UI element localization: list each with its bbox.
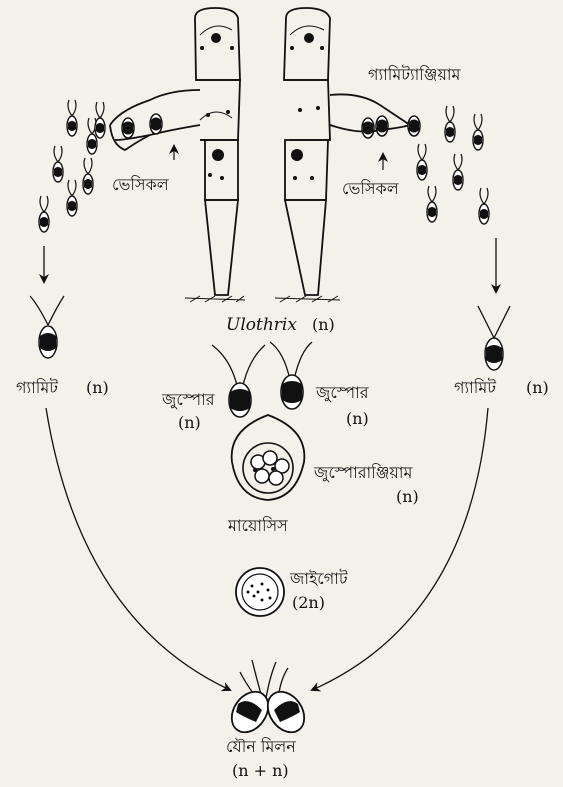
gamete-cluster-right xyxy=(417,106,489,224)
zygote-cell xyxy=(236,568,284,616)
label-vesicle-right: ভেসিকল xyxy=(342,179,400,198)
label-zygote-ploidy: (2n) xyxy=(292,593,325,612)
gamete-right-large xyxy=(478,306,510,370)
label-zygote: জাইগোট xyxy=(289,569,348,588)
zoosporangium-cell xyxy=(232,415,305,500)
substratum xyxy=(185,296,340,302)
label-meiosis: মায়োসিস xyxy=(227,516,288,535)
label-zoosporangium: জুস্পোরাঞ্জিয়াম xyxy=(313,463,413,483)
label-fusion: যৌন মিলন xyxy=(226,737,296,756)
gametangium-cells-right xyxy=(362,116,420,138)
label-gamete-left: গ্যামিট xyxy=(16,378,58,397)
label-gamete-right-ploidy: (n) xyxy=(526,378,549,397)
fusing-gametes xyxy=(224,660,311,739)
filament-right xyxy=(284,8,410,295)
gametangium-cells-left xyxy=(122,114,162,138)
label-zoospore-right-ploidy: (n) xyxy=(346,409,369,428)
label-zoospore-right: জুস্পোর xyxy=(315,383,370,403)
label-vesicle-left: ভেসিকল xyxy=(112,175,170,194)
zoospore-left xyxy=(212,345,265,417)
label-ulothrix-ploidy: (n) xyxy=(312,315,335,334)
label-gamete-left-ploidy: (n) xyxy=(86,378,109,397)
zoospore-right xyxy=(270,342,312,409)
label-zoosporangium-ploidy: (n) xyxy=(396,487,419,506)
label-gametangium: গ্যামিট্যাঞ্জিয়াম xyxy=(368,65,462,84)
label-fusion-ploidy: (n + n) xyxy=(232,761,289,780)
label-zoospore-left-ploidy: (n) xyxy=(178,413,201,432)
gamete-cluster-left xyxy=(39,100,105,232)
label-ulothrix: Ulothrix xyxy=(226,315,297,335)
label-zoospore-left: জুস্পোর xyxy=(161,390,216,410)
label-gamete-right: গ্যামিট xyxy=(454,378,496,397)
gamete-left-large xyxy=(30,296,64,358)
